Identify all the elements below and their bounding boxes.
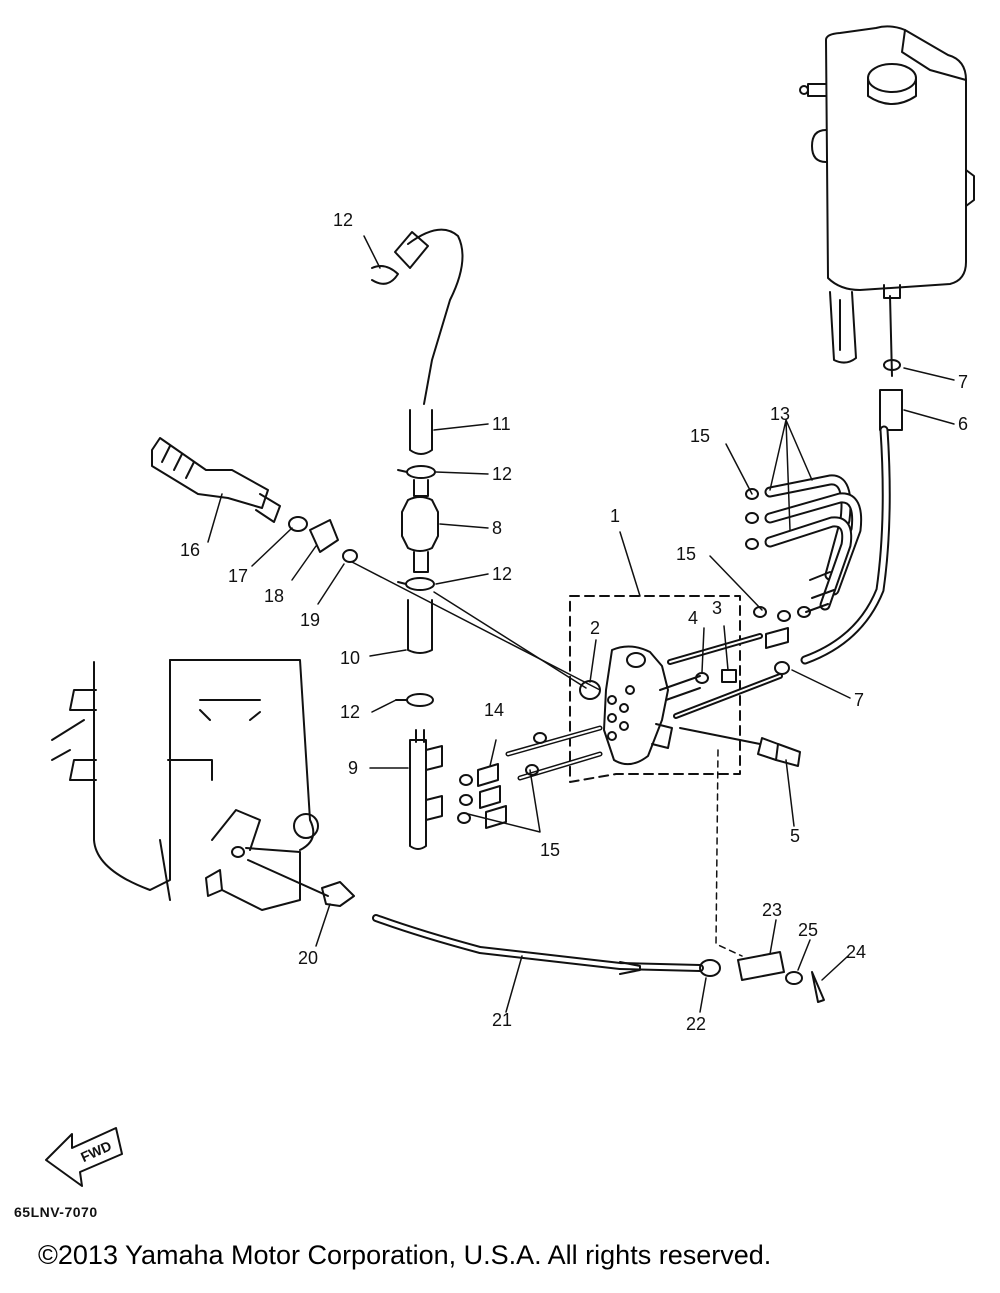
callout-20: 20	[298, 948, 318, 968]
callout-9: 9	[348, 758, 358, 778]
callout-23: 23	[762, 900, 782, 920]
callout-3: 3	[712, 598, 722, 618]
callout-25: 25	[798, 920, 818, 940]
callout-15: 15	[690, 426, 710, 446]
oil-tank	[799, 25, 975, 364]
callout-7: 7	[854, 690, 864, 710]
callout-13: 13	[770, 404, 790, 424]
filter-stack	[395, 409, 443, 850]
callout-19: 19	[300, 610, 320, 630]
callout-2: 2	[590, 618, 600, 638]
callout-12: 12	[340, 702, 360, 722]
callout-10: 10	[340, 648, 360, 668]
engine-block	[51, 659, 319, 911]
callout-14: 14	[484, 700, 504, 720]
pipes-13	[764, 474, 863, 613]
callout-labels: 12 11 12 8 12 10 12 9 16 17 18 19 14 15 …	[78, 210, 968, 1165]
shaft-assembly	[151, 437, 358, 563]
hose-top	[371, 228, 464, 405]
callout-5: 5	[790, 826, 800, 846]
callout-15: 15	[540, 840, 560, 860]
diagram-code: 65LNV-7070	[14, 1204, 98, 1220]
hoses-14	[457, 488, 811, 829]
callout-6: 6	[958, 414, 968, 434]
callout-24: 24	[846, 942, 866, 962]
callout-8: 8	[492, 518, 502, 538]
copyright-notice: ©2013 Yamaha Motor Corporation, U.S.A. A…	[38, 1240, 772, 1270]
oil-hose-6	[800, 295, 903, 665]
callout-12: 12	[492, 564, 512, 584]
callout-15: 15	[676, 544, 696, 564]
callout-22: 22	[686, 1014, 706, 1034]
fwd-arrow-icon	[45, 1127, 123, 1187]
callout-12: 12	[333, 210, 353, 230]
callout-4: 4	[688, 608, 698, 628]
leader-lines	[207, 235, 955, 1013]
callout-17: 17	[228, 566, 248, 586]
linkage-rod	[247, 859, 825, 1003]
fwd-label: FWD	[78, 1138, 114, 1166]
callout-1: 1	[610, 506, 620, 526]
callout-18: 18	[264, 586, 284, 606]
callout-11: 11	[492, 414, 511, 434]
callout-12: 12	[492, 464, 512, 484]
callout-16: 16	[180, 540, 200, 560]
callout-21: 21	[492, 1010, 512, 1030]
callout-7: 7	[958, 372, 968, 392]
